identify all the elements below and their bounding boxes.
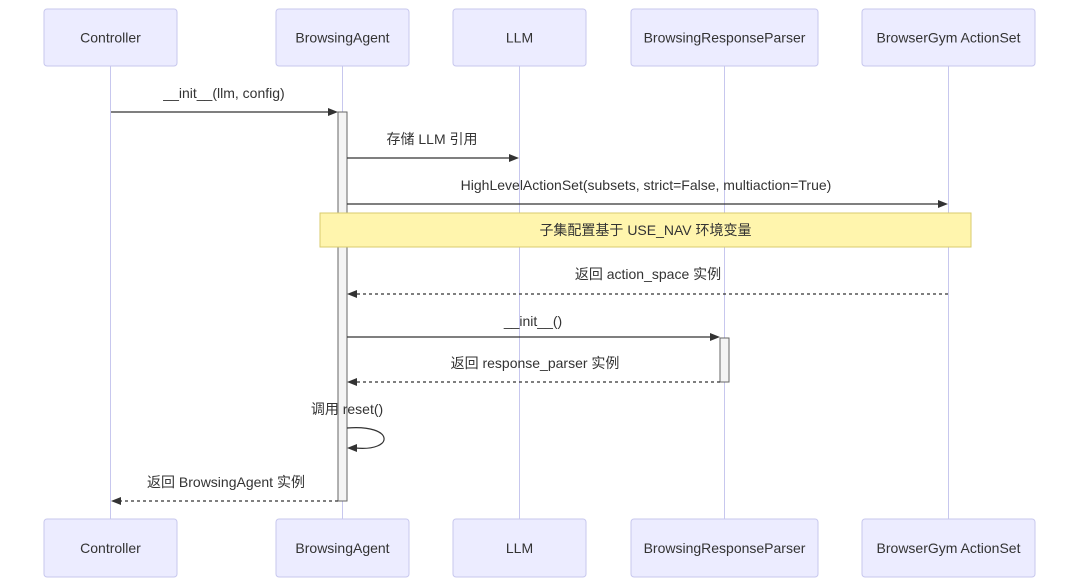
arrowhead: [710, 333, 720, 341]
actor-browsingagent-bottom: BrowsingAgent: [275, 518, 410, 578]
note-text: 子集配置基于 USE_NAV 环境变量: [539, 222, 751, 238]
actor-browsergym-actionset-bottom: BrowserGym ActionSet: [861, 518, 1036, 578]
note: 子集配置基于 USE_NAV 环境变量: [319, 212, 972, 248]
message-label: 返回 action_space 实例: [575, 266, 721, 282]
arrowhead: [111, 497, 121, 505]
message-parser-init: __init__(): [347, 313, 720, 341]
actor-browsingresponseparser-bottom: BrowsingResponseParser: [630, 518, 819, 578]
message-label: __init__(llm, config): [162, 85, 284, 101]
message-label: HighLevelActionSet(subsets, strict=False…: [461, 177, 832, 193]
message-self-arrow: [346, 427, 385, 449]
message-init-llm-config: __init__(llm, config): [111, 85, 338, 116]
message-call-reset: 调用 reset(): [311, 401, 385, 452]
actor-label-llm: LLM: [506, 30, 533, 46]
message-label: __init__(): [503, 313, 562, 329]
arrowhead: [347, 290, 357, 298]
lifelines: [110, 66, 949, 519]
message-label: 返回 BrowsingAgent 实例: [147, 474, 305, 490]
arrowhead: [328, 108, 338, 116]
actor-llm-bottom: LLM: [452, 518, 587, 578]
activation-browsingagent: [337, 111, 348, 502]
actor-browsingresponseparser-top: BrowsingResponseParser: [630, 8, 819, 67]
arrowhead: [509, 154, 519, 162]
message-label: 调用 reset(): [311, 401, 383, 417]
message-return-response-parser: 返回 response_parser 实例: [347, 355, 720, 386]
actor-browsingagent-top: BrowsingAgent: [275, 8, 410, 67]
actor-label-browsergym-actionset: BrowserGym ActionSet: [877, 540, 1021, 556]
activation-browsingresponseparser: [719, 337, 730, 383]
message-highlevelactionset: HighLevelActionSet(subsets, strict=False…: [347, 177, 948, 208]
actor-label-llm: LLM: [506, 540, 533, 556]
arrowhead: [347, 378, 357, 386]
actor-label-browsingresponseparser: BrowsingResponseParser: [644, 540, 806, 556]
message-label: 存储 LLM 引用: [386, 131, 477, 147]
message-store-llm-ref: 存储 LLM 引用: [347, 131, 519, 162]
actor-controller-top: Controller: [43, 8, 178, 67]
arrowhead: [347, 444, 357, 452]
actor-label-browsingresponseparser: BrowsingResponseParser: [644, 30, 806, 46]
message-return-browsingagent: 返回 BrowsingAgent 实例: [111, 474, 338, 505]
arrowhead: [938, 200, 948, 208]
actor-label-controller: Controller: [80, 30, 141, 46]
actor-label-controller: Controller: [80, 540, 141, 556]
message-label: 返回 response_parser 实例: [451, 355, 620, 371]
actor-label-browsergym-actionset: BrowserGym ActionSet: [877, 30, 1021, 46]
actor-label-browsingagent: BrowsingAgent: [295, 540, 389, 556]
message-return-action-space: 返回 action_space 实例: [347, 266, 948, 298]
actor-llm-top: LLM: [452, 8, 587, 67]
actor-browsergym-actionset-top: BrowserGym ActionSet: [861, 8, 1036, 67]
actor-controller-bottom: Controller: [43, 518, 178, 578]
actor-label-browsingagent: BrowsingAgent: [295, 30, 389, 46]
